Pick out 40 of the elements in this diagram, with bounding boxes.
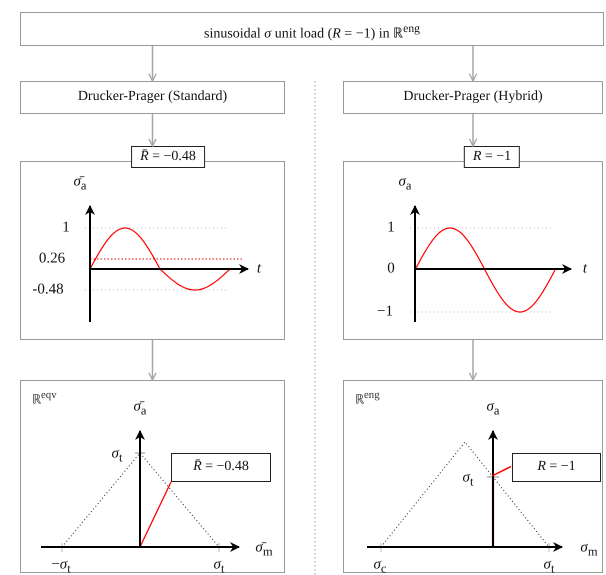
- arrow: [468, 114, 478, 147]
- diagram-panel: [343, 380, 603, 573]
- plot-label: -0.48: [32, 282, 64, 298]
- plot-label: σ$_{t}$: [544, 557, 554, 575]
- plot-label: 1: [62, 220, 70, 236]
- plot-panel: [20, 146, 285, 340]
- arrow: [148, 340, 157, 381]
- diagram-panel: [20, 380, 285, 573]
- plot-label: −σ$_{t}$: [51, 557, 71, 575]
- leader-line: [492, 466, 512, 477]
- plot-label: σ$_{m}$: [580, 540, 598, 558]
- plot-label: σ$_{a}$: [398, 174, 412, 192]
- axis-label: t: [582, 262, 588, 276]
- plot-label: −1: [377, 304, 393, 320]
- value-tag: R̄ = −0.48: [171, 453, 271, 482]
- arrow: [468, 46, 478, 82]
- plot-label: σ$_{c}$: [374, 557, 386, 575]
- arrow: [468, 340, 478, 381]
- arrow: [148, 46, 157, 82]
- arrow: [148, 114, 157, 147]
- plot-label: 0: [387, 262, 395, 276]
- plot-label: σ$_{t}$: [112, 446, 122, 464]
- panel-heading: R̄ = −0.48: [131, 146, 205, 168]
- plot-label: σ$_{t}$: [214, 557, 224, 575]
- plot-label: σ$_{t}$: [462, 470, 474, 488]
- axis-label: t: [256, 262, 262, 276]
- plot-label: σ̄$_{a}$: [74, 174, 86, 192]
- plot-label: σ̄$_{m}$: [255, 540, 273, 558]
- plot-label: 0.26: [38, 252, 66, 266]
- plot-label: σ$_{a}$: [486, 399, 500, 417]
- plot-label: 1: [387, 220, 395, 236]
- space-label: ℝ$^{eng}$: [355, 389, 380, 408]
- process-box: Drucker-Prager (Hybrid): [343, 81, 603, 114]
- process-box: sinusoidal σ unit load (R = −1) in ℝ$^{eng}$: [20, 12, 604, 46]
- process-box: Drucker-Prager (Standard): [20, 81, 285, 114]
- panel-heading: R = −1: [464, 146, 520, 168]
- plot-panel: [343, 146, 603, 340]
- value-tag: R = −1: [512, 453, 601, 482]
- space-label: ℝ$^{eqv}$: [32, 389, 57, 408]
- plot-label: σ̄$_{a}$: [134, 399, 146, 417]
